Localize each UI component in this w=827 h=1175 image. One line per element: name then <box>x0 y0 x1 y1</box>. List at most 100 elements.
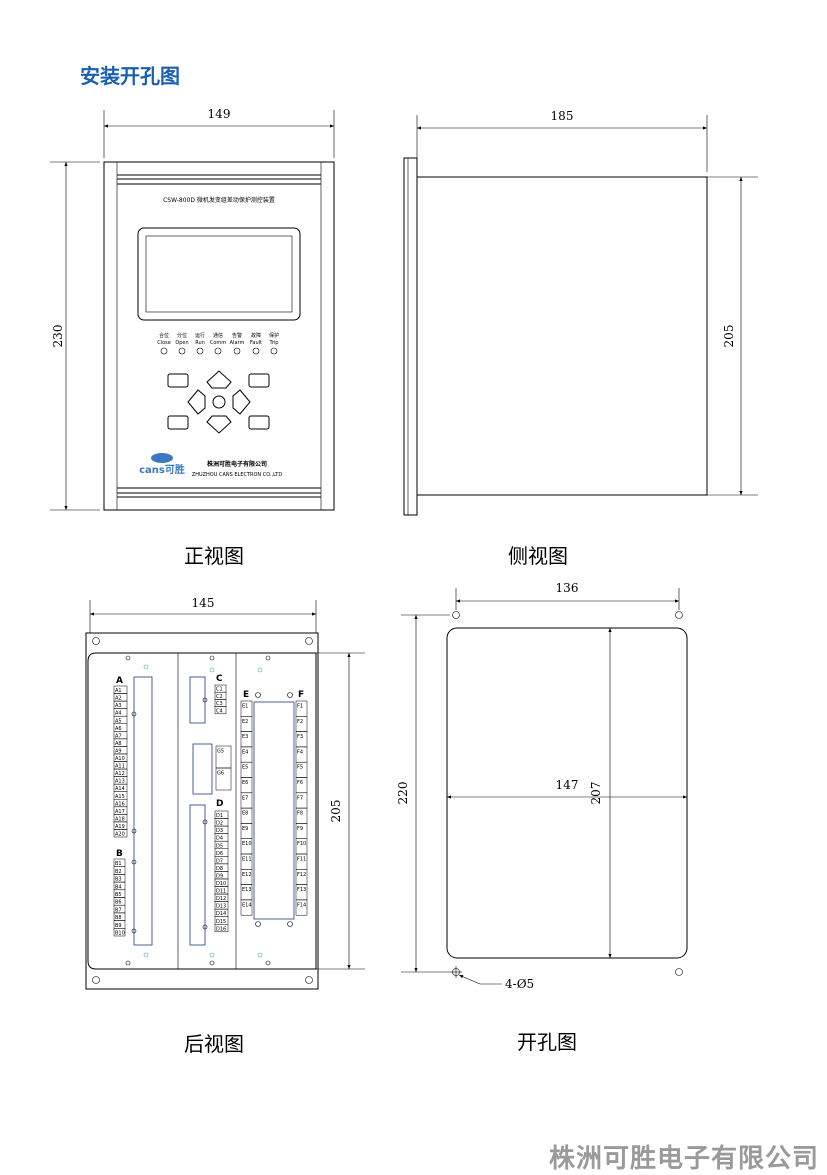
svg-text:运行: 运行 <box>195 332 205 339</box>
terminal-label: E7 <box>242 795 248 801</box>
terminal-label: E10 <box>242 841 252 847</box>
terminal-label: F9 <box>297 826 303 832</box>
terminal-label: D15 <box>216 919 226 925</box>
terminal-label: A5 <box>115 718 122 724</box>
company-logo: cans可胜 <box>139 453 185 476</box>
cutout-view-caption: 开孔图 <box>517 1030 577 1054</box>
terminal-label: D16 <box>216 926 226 932</box>
terminal-label: A18 <box>115 816 125 822</box>
keypad <box>167 370 270 434</box>
terminal-label: A12 <box>115 771 125 777</box>
key-up <box>206 370 232 389</box>
terminal-label: E11 <box>242 857 252 863</box>
terminal-label: B10 <box>115 931 125 937</box>
svg-text:通信: 通信 <box>213 332 223 339</box>
terminal-label: D8 <box>216 866 223 872</box>
side-view: 185 205 <box>403 109 758 516</box>
terminal-cell <box>295 899 308 916</box>
terminal-label: A16 <box>115 801 125 807</box>
terminal-cell <box>215 767 232 791</box>
terminal-label: A4 <box>115 711 122 717</box>
terminal-label: A3 <box>115 703 122 709</box>
terminal-cell <box>113 829 128 838</box>
svg-text:cans可胜: cans可胜 <box>139 463 185 476</box>
key-bottom-left <box>167 415 189 430</box>
terminal-label: C4 <box>216 708 223 714</box>
terminal-label: E1 <box>242 704 248 710</box>
terminal-label: B4 <box>115 884 122 890</box>
device-name: CSW-800D 微机发变组差动保护测控装置 <box>163 196 275 204</box>
rear-width-dim: 145 <box>192 596 215 610</box>
terminal-label: D5 <box>216 843 223 849</box>
terminal-label: A7 <box>115 733 122 739</box>
svg-text:故障: 故障 <box>251 332 261 339</box>
terminal-label: A1 <box>115 688 122 694</box>
terminal-cell <box>214 924 229 933</box>
terminal-label: B6 <box>115 900 122 906</box>
svg-text:Comm: Comm <box>210 340 226 346</box>
terminal-label: F4 <box>297 749 303 755</box>
terminal-label: D7 <box>216 858 223 864</box>
group-a-label: A <box>116 676 123 686</box>
terminal-label: A19 <box>115 824 125 830</box>
terminal-label: F13 <box>297 887 306 893</box>
terminal-label: B1 <box>115 861 122 867</box>
terminal-label: F6 <box>297 780 303 786</box>
svg-text:告警: 告警 <box>232 332 242 339</box>
terminal-label: E6 <box>242 780 248 786</box>
key-right <box>232 389 251 415</box>
terminal-label: D4 <box>216 836 223 842</box>
company-en: ZHUZHOU CANS ELECTRON CO.,LTD <box>192 472 282 478</box>
rear-view: 145 205 <box>85 596 365 990</box>
side-view-caption: 侧视图 <box>508 544 568 568</box>
terminal-label: E2 <box>242 719 248 725</box>
mount-hole-tr <box>675 611 683 619</box>
side-depth-dim: 185 <box>551 109 574 123</box>
terminal-label: D11 <box>216 889 226 895</box>
svg-text:合位: 合位 <box>159 332 169 339</box>
rear-height-dim: 205 <box>329 800 343 823</box>
terminal-label: D14 <box>216 911 226 917</box>
terminal-blocks: A1A2A3A4A5A6A7A8A9A10A11A12A13A14A15A16A… <box>113 684 308 937</box>
side-height-dim: 205 <box>722 325 736 348</box>
key-center <box>212 395 226 409</box>
svg-text:保护: 保护 <box>269 332 279 339</box>
terminal-label: E5 <box>242 765 248 771</box>
terminal-label: D12 <box>216 896 226 902</box>
terminal-cell <box>214 706 227 715</box>
terminal-label: B8 <box>115 915 122 921</box>
terminal-label: D6 <box>216 851 223 857</box>
key-top-right <box>248 373 270 388</box>
terminal-label: E8 <box>242 811 248 817</box>
terminal-label: A20 <box>115 832 125 838</box>
page-title: 安装开孔图 <box>80 64 180 88</box>
terminal-label: A9 <box>115 748 122 754</box>
terminal-label: F3 <box>297 734 303 740</box>
front-view-caption: 正视图 <box>184 544 244 568</box>
terminal-label: A13 <box>115 779 125 785</box>
svg-text:Fault: Fault <box>250 340 262 346</box>
group-e-label: E <box>243 690 249 700</box>
terminal-label: F2 <box>297 719 303 725</box>
front-width-dim: 149 <box>208 107 231 121</box>
terminal-label: G5 <box>217 749 224 755</box>
terminal-label: A2 <box>115 696 122 702</box>
svg-text:Open: Open <box>175 340 188 346</box>
key-left <box>187 389 206 415</box>
hole-span-dim: 136 <box>556 581 579 595</box>
terminal-label: B7 <box>115 907 122 913</box>
terminal-label: C2 <box>216 694 223 700</box>
terminal-label: F10 <box>297 841 306 847</box>
panel-cutout <box>446 627 688 959</box>
terminal-label: D10 <box>216 881 226 887</box>
terminal-label: G6 <box>217 771 224 777</box>
terminal-label: A15 <box>115 794 125 800</box>
terminal-label: D13 <box>216 904 226 910</box>
